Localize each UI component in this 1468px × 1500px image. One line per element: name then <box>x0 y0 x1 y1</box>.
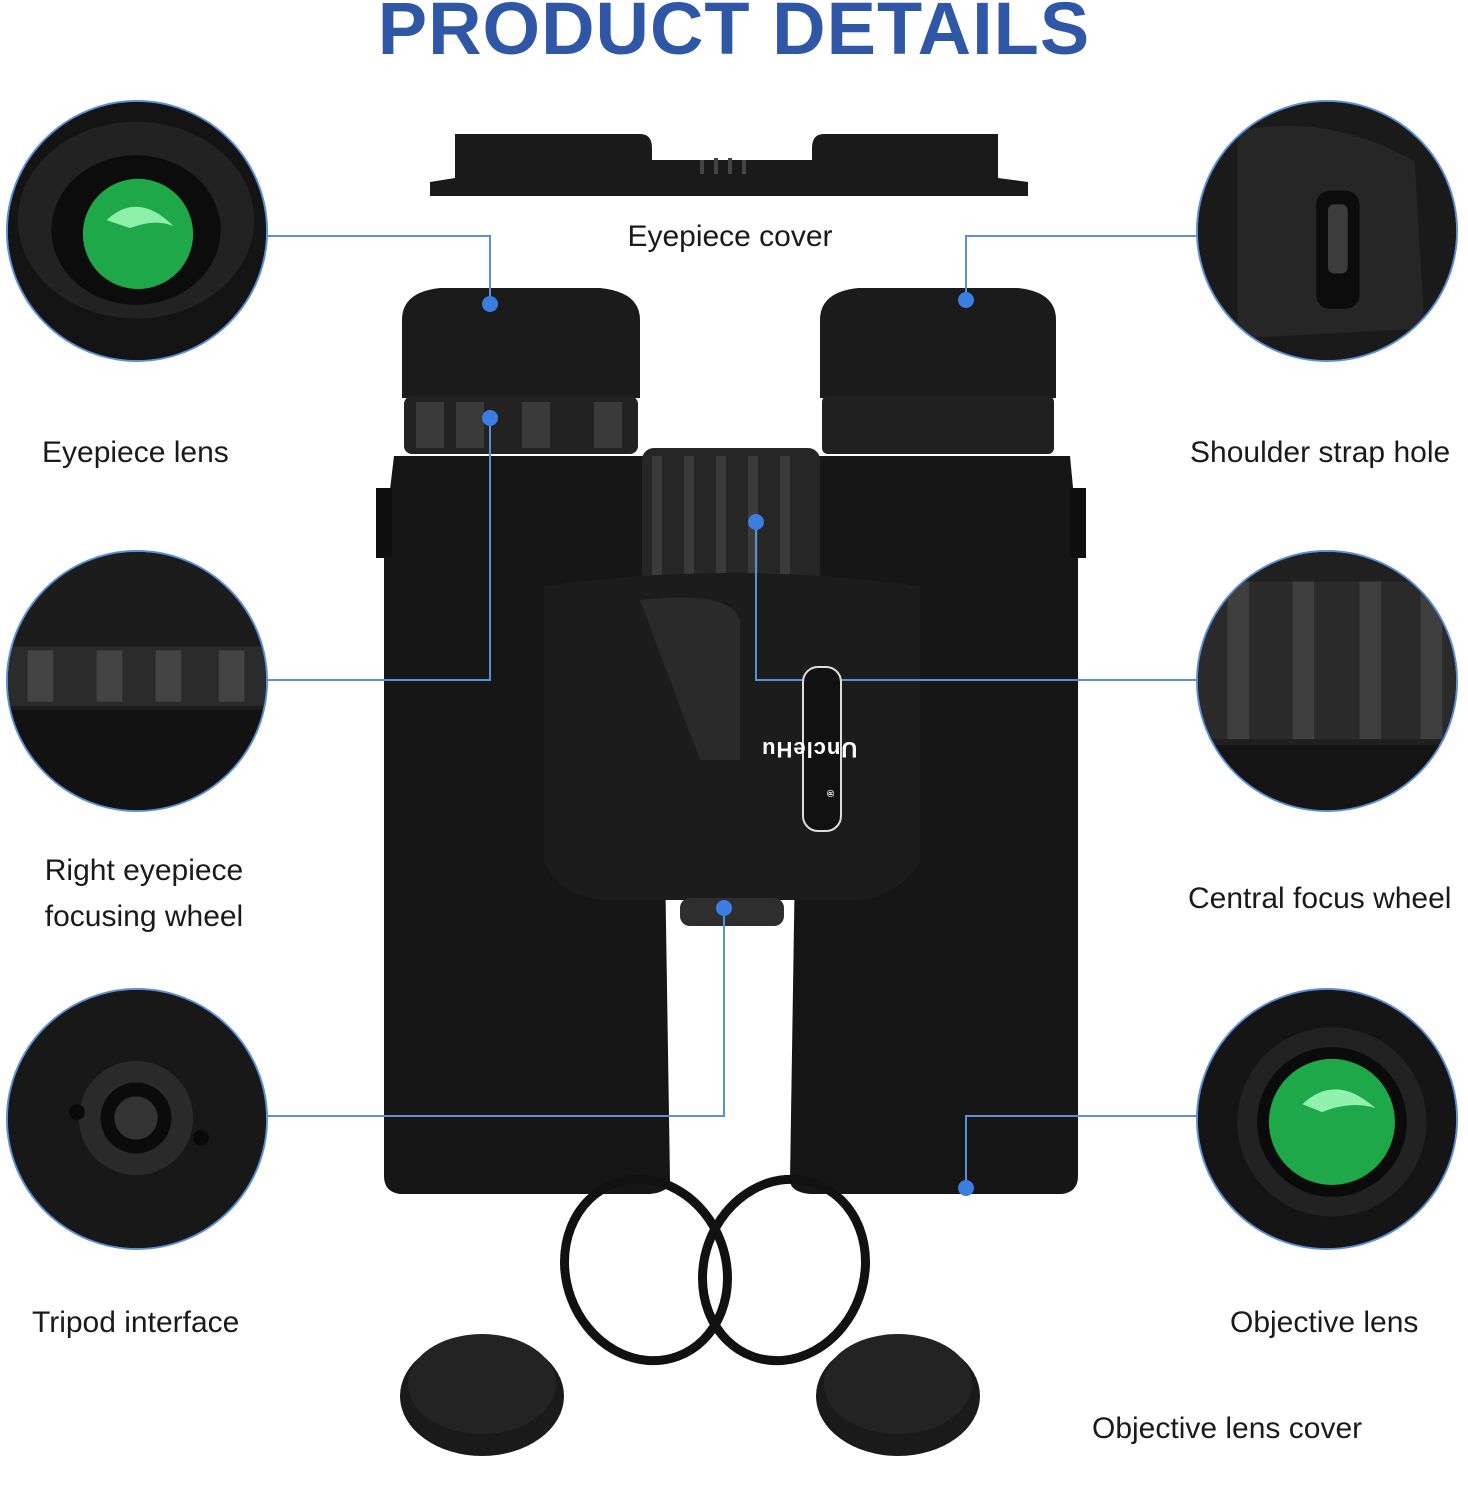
focus-ring-closeup <box>6 550 268 812</box>
label-right-eyepiece-line1: Right eyepiece <box>44 854 244 887</box>
label-right-eyepiece-line2: focusing wheel <box>44 900 244 933</box>
label-eyepiece-cover: Eyepiece cover <box>627 220 833 253</box>
label-tripod-interface: Tripod interface <box>32 1306 240 1339</box>
brand-badge: UncleHu ® <box>761 666 857 832</box>
central-focus-wheel-closeup <box>1196 550 1458 812</box>
objective-covers-image <box>400 1174 980 1456</box>
label-objective-lens-cover: Objective lens cover <box>1092 1412 1363 1445</box>
label-eyepiece-lens: Eyepiece lens <box>42 436 229 469</box>
label-central-focus-wheel: Central focus wheel <box>1188 882 1452 915</box>
shoulder-strap-hole-closeup <box>1196 100 1458 362</box>
eyepiece-cover-image <box>430 134 1028 196</box>
tripod-interface-closeup <box>6 988 268 1250</box>
brand-name: UncleHu <box>760 737 858 762</box>
objective-lens-closeup <box>1196 988 1458 1250</box>
page-title: PRODUCT DETAILS <box>377 0 1091 70</box>
callout-lines <box>268 235 1200 1186</box>
label-objective-lens: Objective lens <box>1230 1306 1419 1339</box>
eyepiece-lens-closeup <box>6 100 268 362</box>
registered-mark: ® <box>825 788 837 798</box>
callout-dots <box>482 292 974 1196</box>
label-shoulder-strap-hole: Shoulder strap hole <box>1190 436 1451 469</box>
